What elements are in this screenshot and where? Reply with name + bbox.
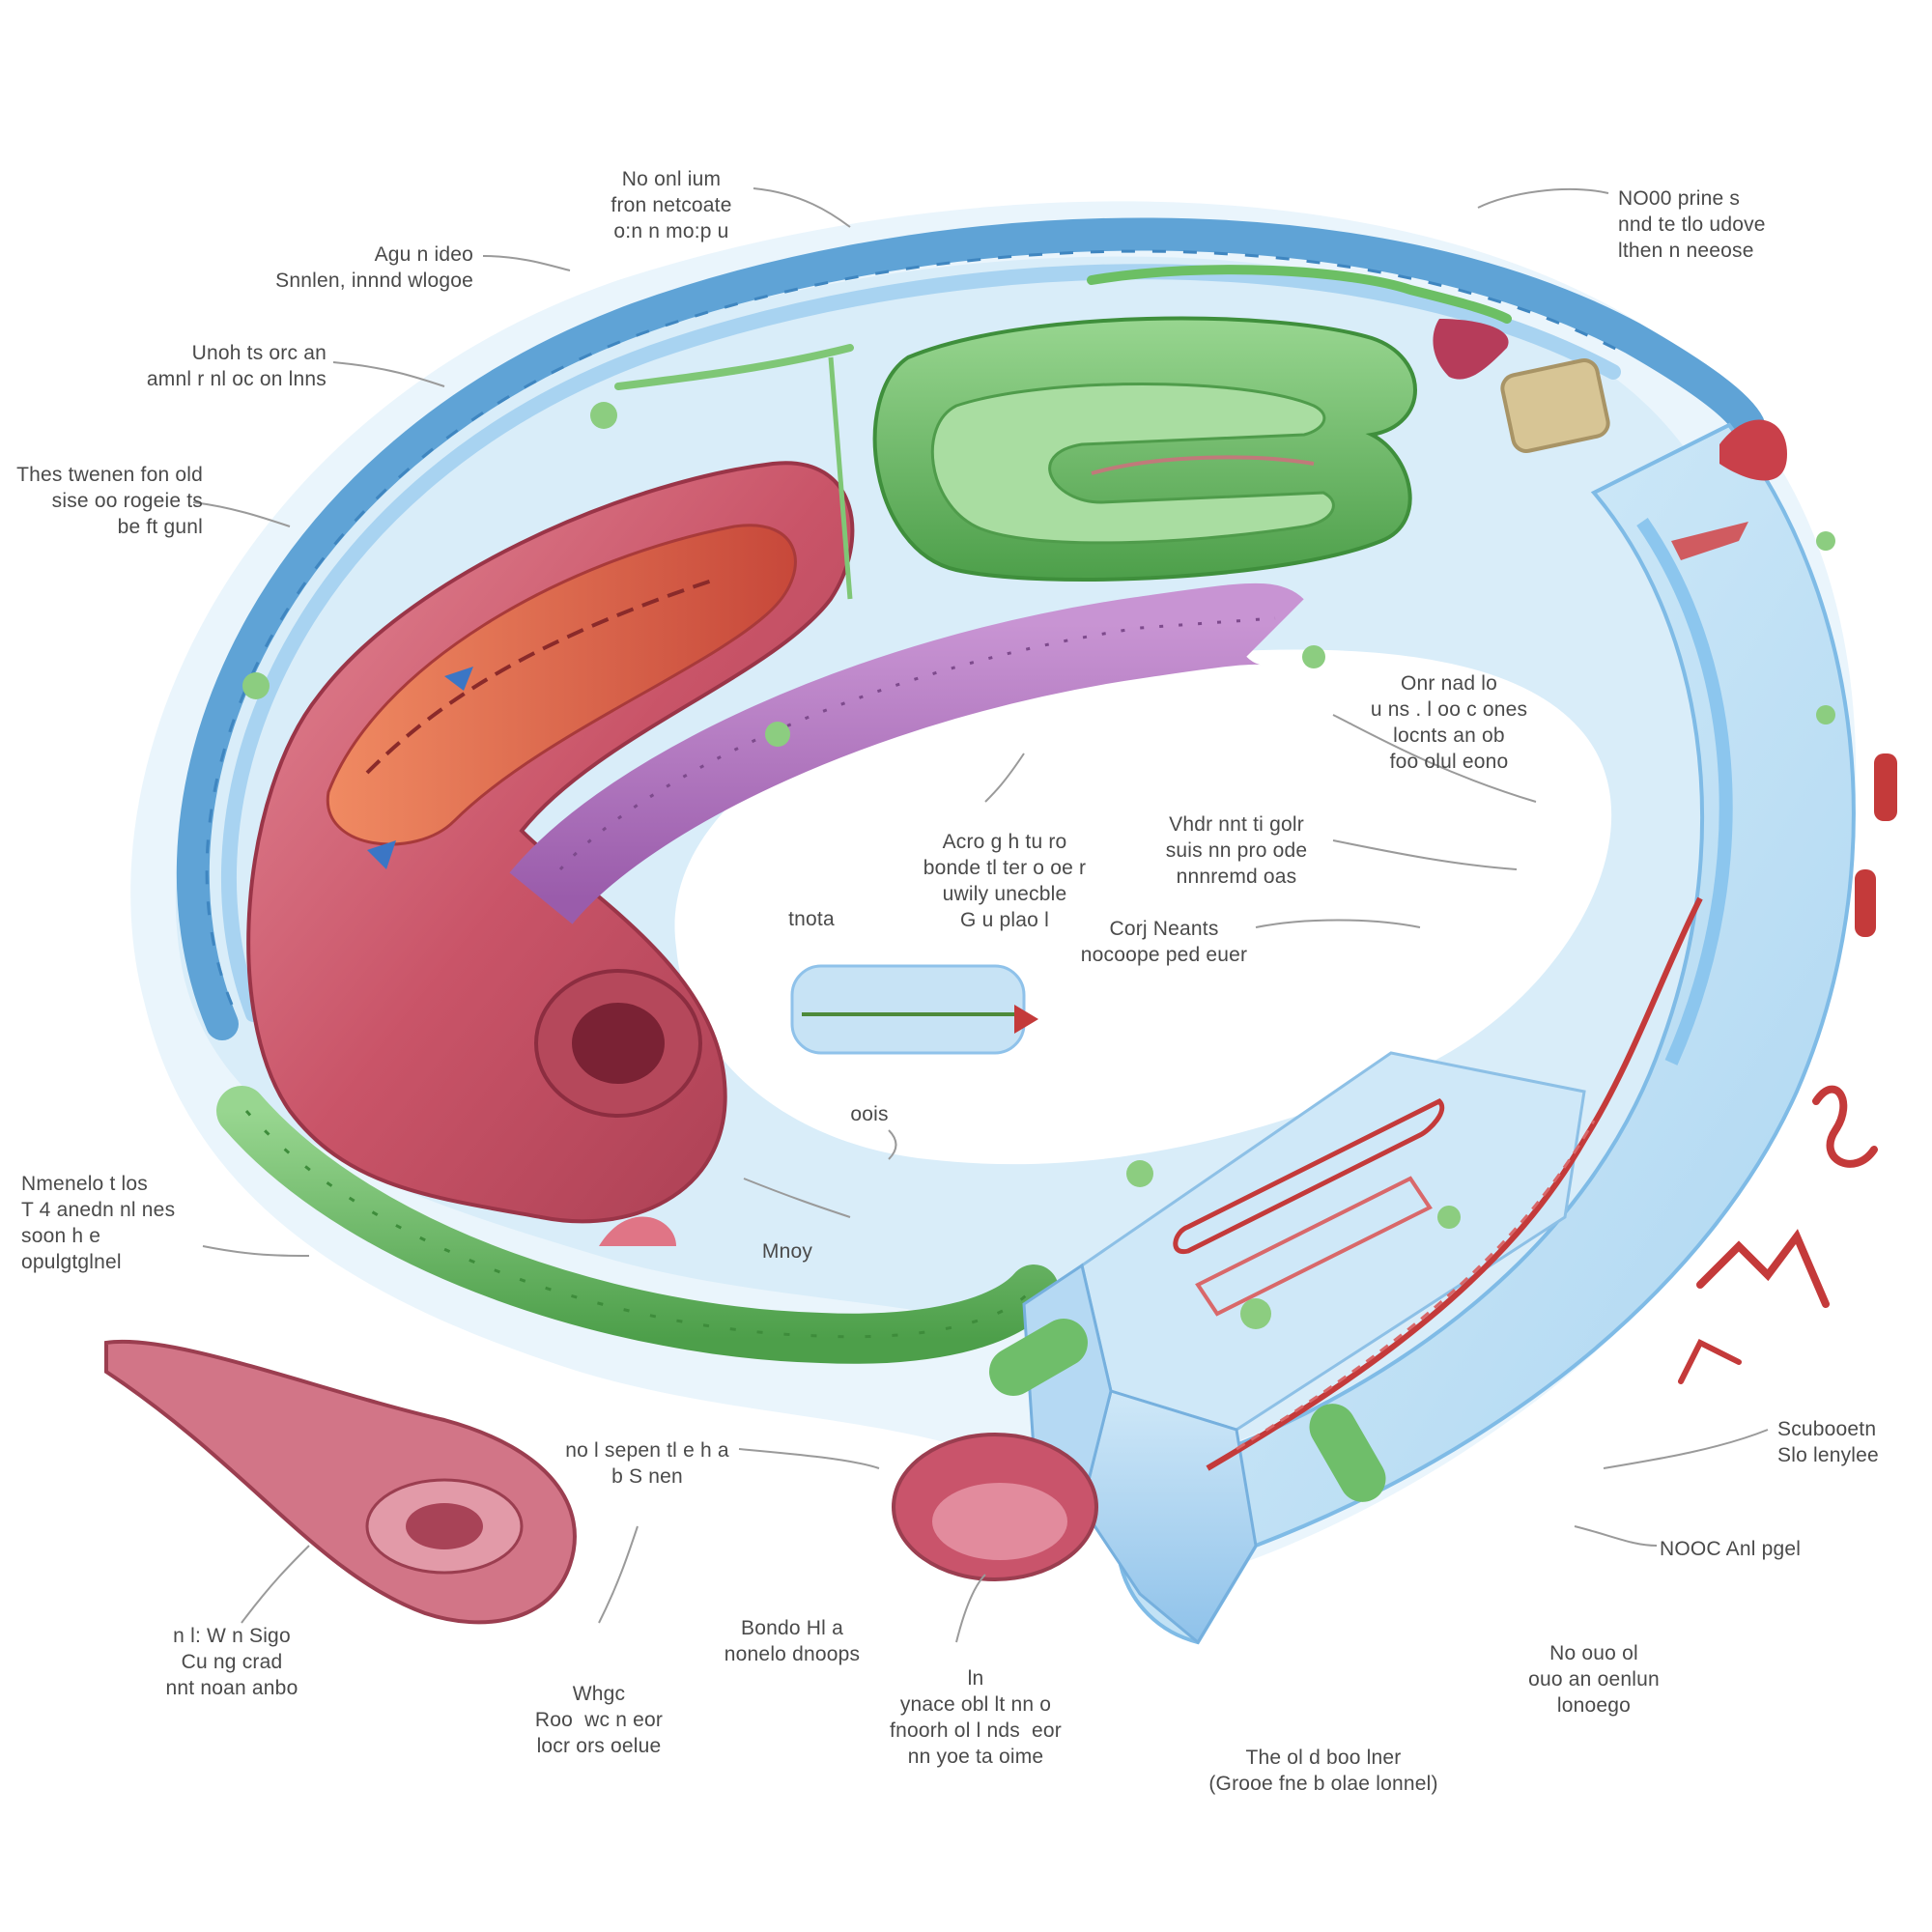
leader-top-right: [1477, 188, 1609, 209]
label-bottom-3: Whgc Roo wc n eor locr ors oelue: [534, 1683, 664, 1757]
label-bottom-2: Bondo Hl a nonelo dnoops: [724, 1617, 861, 1665]
green-capsule-1: [989, 1319, 1088, 1396]
storage-granule: [1500, 358, 1610, 453]
mitochondrion-opening-inner: [572, 1003, 665, 1084]
vesicle-7: [590, 402, 617, 429]
red-squiggle-1: [1812, 1085, 1878, 1168]
red-fiber-1: [1206, 896, 1703, 1471]
cell-membrane-inner: [220, 264, 1621, 1022]
cell-wall-right-inner: [1636, 518, 1733, 1065]
vesicle-2: [765, 722, 790, 747]
chloroplast-inner: [930, 383, 1335, 545]
cell-membrane: [176, 217, 1765, 1040]
green-band-texture: [244, 1110, 1034, 1339]
label-center-5: oois: [850, 1103, 889, 1125]
leader-ul1: [482, 255, 571, 271]
vesicle-3: [1302, 645, 1325, 668]
center-vesicle: [790, 964, 1026, 1055]
leader-top-center: [753, 187, 851, 228]
label-bottom-right-1: No ouo ol ouo an oenlun lonoego: [1528, 1642, 1660, 1717]
label-center-4: Corj Neants nocoope ped euer: [1080, 918, 1248, 966]
vesicle-4: [1126, 1160, 1153, 1187]
leader-center5: [888, 1129, 897, 1160]
label-top-center: No onl ium fron netcoate o:n n mo:p u: [611, 168, 732, 242]
vesicle-5: [1437, 1206, 1461, 1229]
leader-b3: [598, 1525, 639, 1624]
leader-b1: [738, 1448, 880, 1469]
vesicle-red-top: [1433, 319, 1509, 380]
leader-center6: [743, 1178, 851, 1218]
leader-lines: [192, 187, 1769, 1643]
leader-ul2: [332, 361, 445, 387]
green-membrane-band: [216, 1086, 1059, 1364]
leader-center1: [984, 753, 1025, 803]
label-center-2: Vhdr nnt ti golr suis nn pro ode nnnremd…: [1165, 813, 1308, 888]
label-top-right: NO00 prine s nnd te tlo udove lthen n ne…: [1618, 187, 1766, 262]
label-center-right-1: Onr nad lo u ns . l oo c ones locnts an …: [1370, 672, 1528, 773]
red-fiber-2: [1236, 1120, 1596, 1451]
label-left-2: Nmenelo t los T 4 anedn nl nes soon h e …: [21, 1173, 176, 1273]
green-strand-drop: [828, 356, 853, 600]
label-center-3: tnota: [788, 908, 835, 930]
leader-center2: [1332, 839, 1518, 870]
red-mark-3: [1874, 753, 1897, 821]
mitochondrion-cristae: [365, 578, 716, 775]
green-capsule-2: [1309, 1404, 1386, 1502]
green-filament: [1087, 265, 1512, 324]
red-mark-1: [1719, 419, 1787, 481]
label-right-1: Scubooetn Slo lenylee: [1777, 1418, 1879, 1466]
leader-r1: [1603, 1429, 1769, 1469]
small-blue-1: [444, 667, 473, 691]
leader-r2: [1574, 1525, 1658, 1547]
vesicle-6: [1240, 1298, 1271, 1329]
leader-b4: [955, 1574, 986, 1643]
cutaway-block-front: [1080, 1389, 1258, 1645]
label-upper-left-2: Unoh ts orc an amnl r nl oc on lnns: [146, 342, 327, 390]
red-mark-4: [1855, 869, 1876, 937]
vesicle-1: [242, 672, 270, 699]
red-loop-1: [1173, 1097, 1444, 1255]
vesicle-9: [1816, 705, 1835, 724]
mitochondrion-small-core: [406, 1503, 483, 1549]
lysosome-inner: [932, 1483, 1067, 1560]
red-mark-2: [1671, 522, 1748, 560]
label-bottom-1: no l sepen tl e h a b S nen: [565, 1439, 729, 1488]
label-center-6: Mnoy: [761, 1240, 813, 1263]
label-center-1: Acro g h tu ro bonde tl ter o oe r uwily…: [923, 831, 1087, 931]
leader-left2: [202, 1245, 310, 1257]
label-upper-left-1: Agu n ideo Snnlen, innnd wlogoe: [275, 243, 473, 292]
label-bottom-left: n l: W n Sigo Cu ng crad nnt noan anbo: [165, 1625, 298, 1699]
mitochondrion-inner: [326, 524, 797, 846]
mitochondrion-small: [104, 1340, 577, 1625]
leader-cr1: [1332, 714, 1537, 803]
label-right-2: NOOC Anl pgel: [1660, 1538, 1802, 1560]
label-bottom-5: The ol d boo lner (Grooe fne b olae lonn…: [1208, 1747, 1438, 1795]
green-strand: [614, 344, 854, 390]
endoplasmic-reticulum: [509, 582, 1304, 925]
vesicle-pink: [599, 1216, 676, 1246]
small-blue-2: [367, 840, 396, 869]
leader-center4: [1255, 919, 1421, 928]
leader-left1: [192, 501, 291, 527]
chloroplast-stroma-line: [1091, 455, 1315, 475]
vesicle-8: [1816, 531, 1835, 551]
red-loop-2: [1195, 1176, 1433, 1317]
center-vesicle-red: [1014, 1005, 1038, 1034]
membrane-texture: [205, 249, 1624, 1006]
label-bottom-4: ln ynace obl lt nn o fnoorh ol l nds eor…: [890, 1667, 1062, 1768]
red-squiggle-2: [1696, 1229, 1830, 1308]
label-left-1: Thes twenen fon old sise oo rogeie ts be…: [16, 464, 203, 538]
leader-bl: [241, 1545, 310, 1624]
red-squiggle-3: [1678, 1338, 1742, 1384]
